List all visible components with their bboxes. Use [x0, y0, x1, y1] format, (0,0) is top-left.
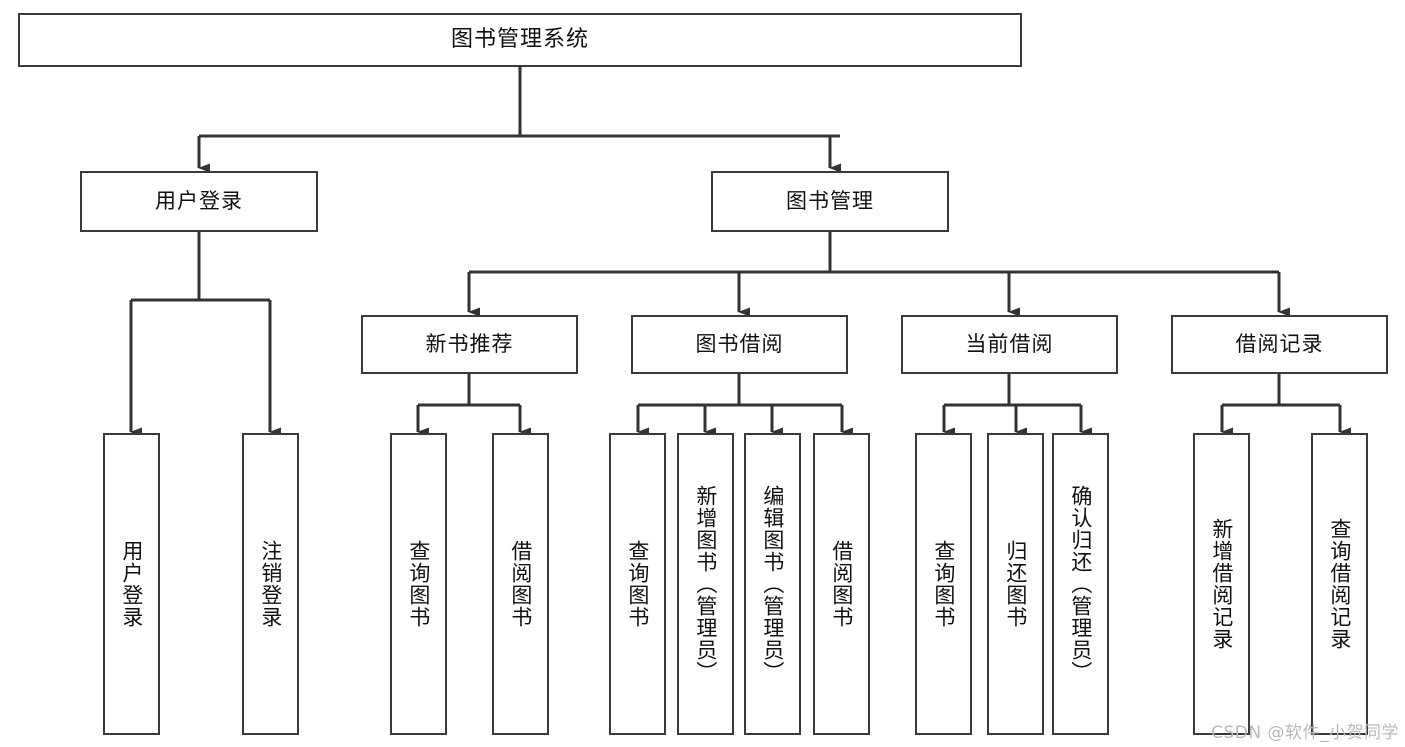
- node-label: 用户登录: [119, 540, 144, 628]
- node-label: 注销登录: [258, 540, 283, 628]
- node-label: 借阅图书: [829, 540, 854, 628]
- node-label: 图书借阅: [695, 331, 784, 356]
- node-label: 新书推荐: [425, 331, 514, 356]
- node-label: 新增借阅记录: [1209, 518, 1234, 650]
- node-label: 图书管理: [786, 188, 874, 213]
- leaf-return-book[interactable]: 归还图书: [987, 433, 1044, 735]
- watermark-text: CSDN @软件_小贺同学: [1211, 723, 1399, 743]
- leaf-borrow-book[interactable]: 借阅图书: [813, 433, 870, 735]
- node-label: 编辑图书（管理员）: [760, 485, 785, 683]
- node-book-borrowing[interactable]: 图书借阅: [631, 315, 848, 374]
- leaf-edit-book-admin[interactable]: 编辑图书（管理员）: [744, 433, 801, 735]
- node-label: 借阅图书: [508, 540, 533, 628]
- node-label: 查询图书: [625, 540, 650, 628]
- leaf-query-book-borrow[interactable]: 查询图书: [609, 433, 666, 735]
- node-new-book-recommendation[interactable]: 新书推荐: [361, 315, 578, 374]
- leaf-add-book-admin[interactable]: 新增图书（管理员）: [677, 433, 734, 735]
- node-label: 查询图书: [931, 540, 956, 628]
- leaf-query-book-recommend[interactable]: 查询图书: [390, 433, 447, 735]
- node-label: 查询借阅记录: [1327, 518, 1352, 650]
- leaf-borrow-book-recommend[interactable]: 借阅图书: [492, 433, 549, 735]
- node-user-login[interactable]: 用户登录: [80, 171, 318, 232]
- node-label: 新增图书（管理员）: [693, 485, 718, 683]
- node-root-book-management-system[interactable]: 图书管理系统: [18, 13, 1022, 67]
- node-label: 确认归还（管理员）: [1068, 485, 1093, 683]
- node-label: 当前借阅: [965, 331, 1054, 356]
- node-label: 用户登录: [155, 188, 243, 213]
- node-borrow-records[interactable]: 借阅记录: [1171, 315, 1388, 374]
- node-label: 借阅记录: [1235, 331, 1324, 356]
- node-label: 归还图书: [1003, 540, 1028, 628]
- leaf-query-borrow-record[interactable]: 查询借阅记录: [1311, 433, 1368, 735]
- node-label: 图书管理系统: [450, 26, 589, 52]
- node-label: 查询图书: [406, 540, 431, 628]
- node-current-borrowing[interactable]: 当前借阅: [901, 315, 1118, 374]
- node-book-management[interactable]: 图书管理: [711, 171, 949, 232]
- leaf-user-login[interactable]: 用户登录: [103, 433, 160, 735]
- leaf-confirm-return-admin[interactable]: 确认归还（管理员）: [1052, 433, 1109, 735]
- leaf-logout[interactable]: 注销登录: [242, 433, 299, 735]
- leaf-add-borrow-record[interactable]: 新增借阅记录: [1193, 433, 1250, 735]
- leaf-query-book-current[interactable]: 查询图书: [915, 433, 972, 735]
